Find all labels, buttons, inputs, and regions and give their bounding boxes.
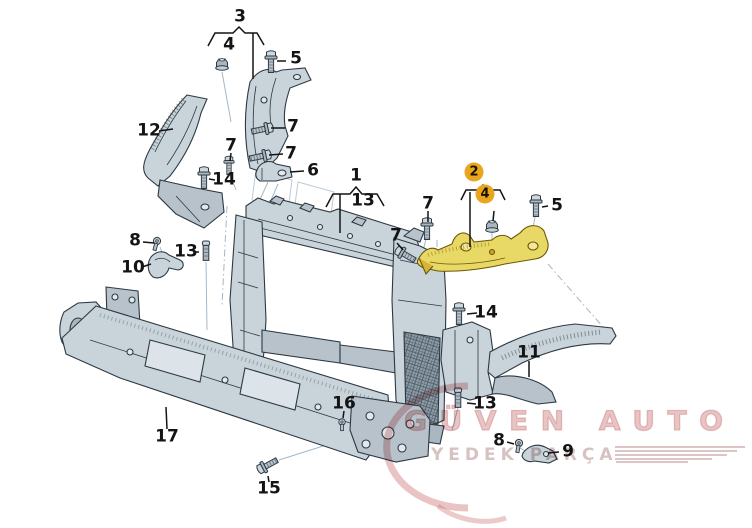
part-9-lower-bracket [521, 444, 558, 464]
callout-10[interactable]: 10 [121, 257, 145, 278]
callout-4[interactable]: 4 [223, 34, 235, 55]
bolt-14-left [197, 166, 211, 189]
part-6-clamp-bracket [255, 161, 293, 182]
part-10-hook-bracket [147, 251, 184, 279]
callout-2-highlight[interactable]: 2 [464, 162, 484, 182]
callout-leader-lines [141, 25, 560, 483]
nut-4-highlight [485, 220, 499, 233]
bolt-13-right [453, 387, 463, 408]
pin-13-left [201, 240, 211, 261]
screw-8-left [150, 236, 162, 252]
callout-11[interactable]: 11 [517, 342, 541, 363]
callout-16[interactable]: 16 [332, 393, 356, 414]
callout-12[interactable]: 12 [137, 120, 161, 141]
callout-7b[interactable]: 7 [225, 135, 237, 156]
callout-3[interactable]: 3 [234, 6, 246, 27]
part-2-highlighted-bracket [416, 225, 549, 276]
part-12-side-bracket-left [143, 94, 225, 229]
callout-5[interactable]: 5 [290, 48, 302, 69]
brace-1 [325, 185, 385, 208]
callout-7c[interactable]: 7 [285, 143, 297, 164]
callout-17[interactable]: 17 [155, 426, 179, 447]
callout-14b[interactable]: 14 [474, 302, 498, 323]
callout-13a[interactable]: 13 [174, 241, 198, 262]
callout-6[interactable]: 6 [307, 160, 319, 181]
callout-4-highlight[interactable]: 4 [475, 184, 495, 204]
callout-7d[interactable]: 7 [422, 193, 434, 214]
callout-9[interactable]: 9 [562, 441, 574, 462]
callout-1[interactable]: 1 [350, 165, 362, 186]
callout-15[interactable]: 15 [257, 478, 281, 499]
callout-8a[interactable]: 8 [129, 230, 141, 251]
callout-8b[interactable]: 8 [493, 430, 505, 451]
brace-3 [207, 25, 265, 47]
callout-13-main[interactable]: 13 [351, 190, 375, 211]
part-11-side-bracket-right [440, 321, 617, 405]
callout-4-number: 4 [480, 186, 490, 202]
callout-13b[interactable]: 13 [473, 393, 497, 414]
part-3-upper-bracket [244, 67, 312, 173]
callout-5b[interactable]: 5 [551, 195, 563, 216]
bolt-5-right [529, 194, 543, 217]
callout-14a[interactable]: 14 [212, 169, 236, 190]
bolt-15 [254, 454, 281, 477]
bolt-14-right [452, 302, 466, 325]
nut-4-top [215, 58, 229, 71]
callout-2-number: 2 [469, 164, 479, 180]
callout-7a[interactable]: 7 [287, 116, 299, 137]
callout-7e[interactable]: 7 [390, 225, 402, 246]
screw-8-bottom [513, 438, 524, 454]
